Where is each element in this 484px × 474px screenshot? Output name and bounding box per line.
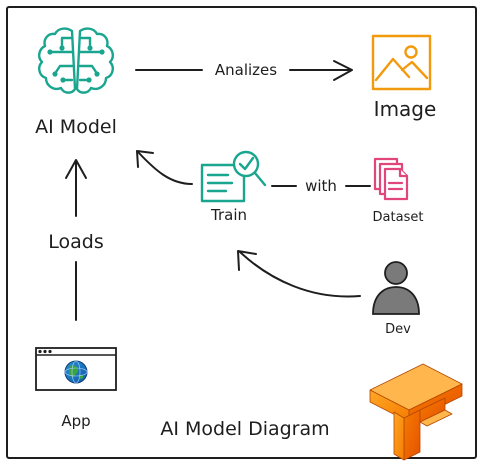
image-icon — [371, 34, 432, 91]
dataset-label: Dataset — [373, 210, 424, 225]
circuit-node-dots — [47, 45, 105, 83]
documents-icon — [373, 157, 409, 201]
dev-node[interactable]: Dev — [372, 261, 420, 337]
ai-model-label: AI Model — [35, 116, 117, 138]
diagram-frame — [6, 6, 477, 459]
tensorflow-logo-icon — [369, 363, 463, 461]
dev-label: Dev — [385, 322, 411, 337]
edge-train-to-dataset-label: with — [305, 177, 337, 195]
edge-ai-to-image — [135, 60, 353, 81]
train-checklist-icon — [200, 150, 267, 203]
edge-app-to-ai-label: Loads — [48, 231, 103, 253]
ai-model-node[interactable]: AI Model — [35, 27, 117, 138]
edge-dev-to-train — [237, 250, 361, 298]
edge-ai-to-image-label: Analizes — [215, 61, 277, 79]
app-label: App — [61, 412, 90, 430]
app-node[interactable]: App — [35, 347, 117, 430]
edge-app-to-ai — [65, 159, 87, 321]
globe-icon — [64, 360, 88, 384]
train-label: Train — [210, 206, 247, 224]
dataset-node[interactable]: Dataset — [373, 157, 424, 225]
image-label: Image — [374, 97, 437, 121]
user-icon — [372, 261, 420, 315]
edge-train-to-ai — [136, 150, 193, 185]
train-node[interactable]: Train — [200, 150, 267, 224]
diagram-title: AI Model Diagram — [160, 418, 329, 440]
image-node[interactable]: Image — [371, 34, 437, 121]
brain-circuit-icon — [37, 27, 115, 94]
